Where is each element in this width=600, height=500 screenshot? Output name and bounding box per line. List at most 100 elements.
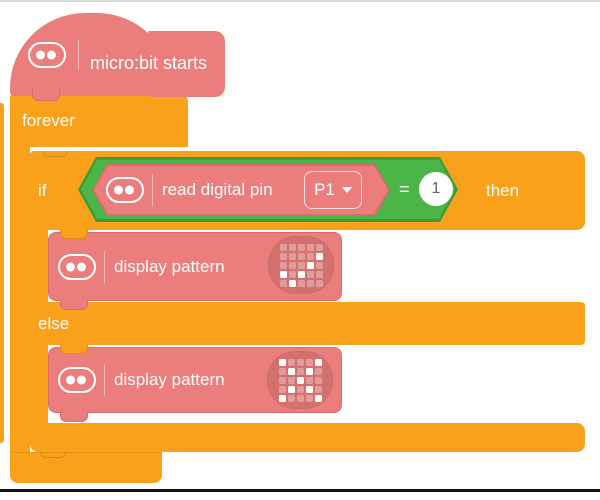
- if-label: if: [38, 180, 47, 200]
- start-hat-block-body[interactable]: [148, 31, 225, 97]
- led-cell-on: [297, 270, 305, 278]
- pin-dropdown[interactable]: P1: [304, 171, 362, 209]
- led-cell-on: [315, 252, 323, 260]
- else-label: else: [38, 313, 70, 333]
- microbit-face-icon: [28, 42, 66, 68]
- led-cell-on: [278, 394, 286, 402]
- led-cell-off: [287, 394, 295, 402]
- led-pattern-preview-checkmark[interactable]: [268, 236, 334, 294]
- led-cell-off: [288, 243, 296, 251]
- microbit-eye-right: [125, 185, 134, 195]
- microbit-eye-left: [114, 185, 123, 195]
- display-else-bottom-tab: [60, 411, 88, 422]
- if-block-bottom-bar[interactable]: [30, 423, 585, 452]
- display-if-bottom-tab: [60, 299, 88, 310]
- led-cell-off: [296, 367, 304, 375]
- microbit-eye-right: [47, 50, 56, 60]
- compare-value-input[interactable]: 1: [419, 172, 453, 206]
- else-bar[interactable]: [30, 302, 585, 345]
- then-label: then: [486, 180, 520, 200]
- microbit-face-icon: [58, 254, 96, 280]
- led-cell-off: [306, 252, 314, 260]
- led-cell-on: [287, 367, 295, 375]
- led-pattern-preview-cross[interactable]: [267, 351, 333, 409]
- led-cell-on: [306, 261, 314, 269]
- led-cell-off: [278, 376, 286, 384]
- forever-block-top-bar[interactable]: [10, 94, 188, 147]
- read-digital-pin-label: read digital pin: [162, 180, 273, 199]
- start-block-label: micro:bit starts: [90, 53, 208, 73]
- led-cell-off: [278, 367, 286, 375]
- led-cell-off: [287, 376, 295, 384]
- led-cell-on: [305, 385, 313, 393]
- led-cell-off: [306, 243, 314, 251]
- icon-separator: [104, 364, 105, 396]
- led-cell-off: [296, 358, 304, 366]
- led-cell-off: [305, 358, 313, 366]
- led-cell-on: [288, 279, 296, 287]
- clipped-block-left-edge: [0, 103, 4, 443]
- led-cell-off: [288, 261, 296, 269]
- led-cell-on: [278, 358, 286, 366]
- led-cell-off: [297, 243, 305, 251]
- led-cell-off: [306, 270, 314, 278]
- forever-block-bottom-bar[interactable]: [10, 452, 162, 483]
- equals-sign-label: =: [399, 179, 410, 199]
- else-bar-bottom-tab: [60, 345, 88, 354]
- led-cell-off: [305, 376, 313, 384]
- dropdown-arrow-icon: [341, 187, 352, 193]
- led-cell-off: [297, 252, 305, 260]
- led-cell-off: [315, 279, 323, 287]
- forever-block-spine[interactable]: [10, 147, 30, 452]
- led-cell-off: [315, 243, 323, 251]
- microbit-eye-left: [66, 262, 75, 272]
- forever-label: forever: [22, 110, 75, 130]
- led-cell-on: [279, 270, 287, 278]
- led-grid: [279, 243, 323, 287]
- icon-separator: [104, 251, 105, 283]
- if-row-bottom-tab: [60, 230, 88, 239]
- icon-separator: [78, 40, 79, 70]
- led-cell-off: [296, 385, 304, 393]
- led-cell-on: [314, 394, 322, 402]
- read-digital-pin-block[interactable]: [92, 164, 390, 216]
- compare-value-text: 1: [431, 180, 441, 197]
- led-cell-on: [287, 385, 295, 393]
- icon-separator: [152, 174, 153, 206]
- led-cell-off: [297, 279, 305, 287]
- led-cell-off: [288, 252, 296, 260]
- microbit-face-icon: [58, 367, 96, 393]
- display-pattern-label-else: display pattern: [114, 370, 225, 389]
- microbit-eye-right: [77, 375, 86, 385]
- bottom-window-edge: [0, 489, 600, 492]
- led-cell-off: [296, 394, 304, 402]
- microbit-face-icon: [106, 177, 144, 203]
- led-cell-off: [306, 279, 314, 287]
- microbit-eye-left: [36, 50, 45, 60]
- microbit-eye-left: [66, 375, 75, 385]
- led-cell-on: [305, 367, 313, 375]
- led-cell-off: [315, 270, 323, 278]
- led-grid: [278, 358, 322, 402]
- led-cell-off: [314, 376, 322, 384]
- forever-bottom-notch-seam: [40, 452, 66, 458]
- microbit-eye-right: [77, 262, 86, 272]
- led-cell-off: [314, 367, 322, 375]
- led-cell-off: [279, 243, 287, 251]
- led-cell-off: [287, 358, 295, 366]
- pin-dropdown-value: P1: [314, 180, 335, 199]
- led-cell-off: [278, 385, 286, 393]
- top-border-strip: [0, 0, 600, 2]
- start-hat-bottom-tab: [32, 88, 60, 101]
- led-cell-off: [297, 261, 305, 269]
- led-cell-off: [315, 261, 323, 269]
- led-cell-off: [305, 394, 313, 402]
- led-cell-on: [296, 376, 304, 384]
- led-cell-off: [279, 252, 287, 260]
- display-pattern-label-if: display pattern: [114, 256, 225, 276]
- led-cell-off: [314, 385, 322, 393]
- led-cell-off: [288, 270, 296, 278]
- led-cell-on: [314, 358, 322, 366]
- led-cell-off: [279, 279, 287, 287]
